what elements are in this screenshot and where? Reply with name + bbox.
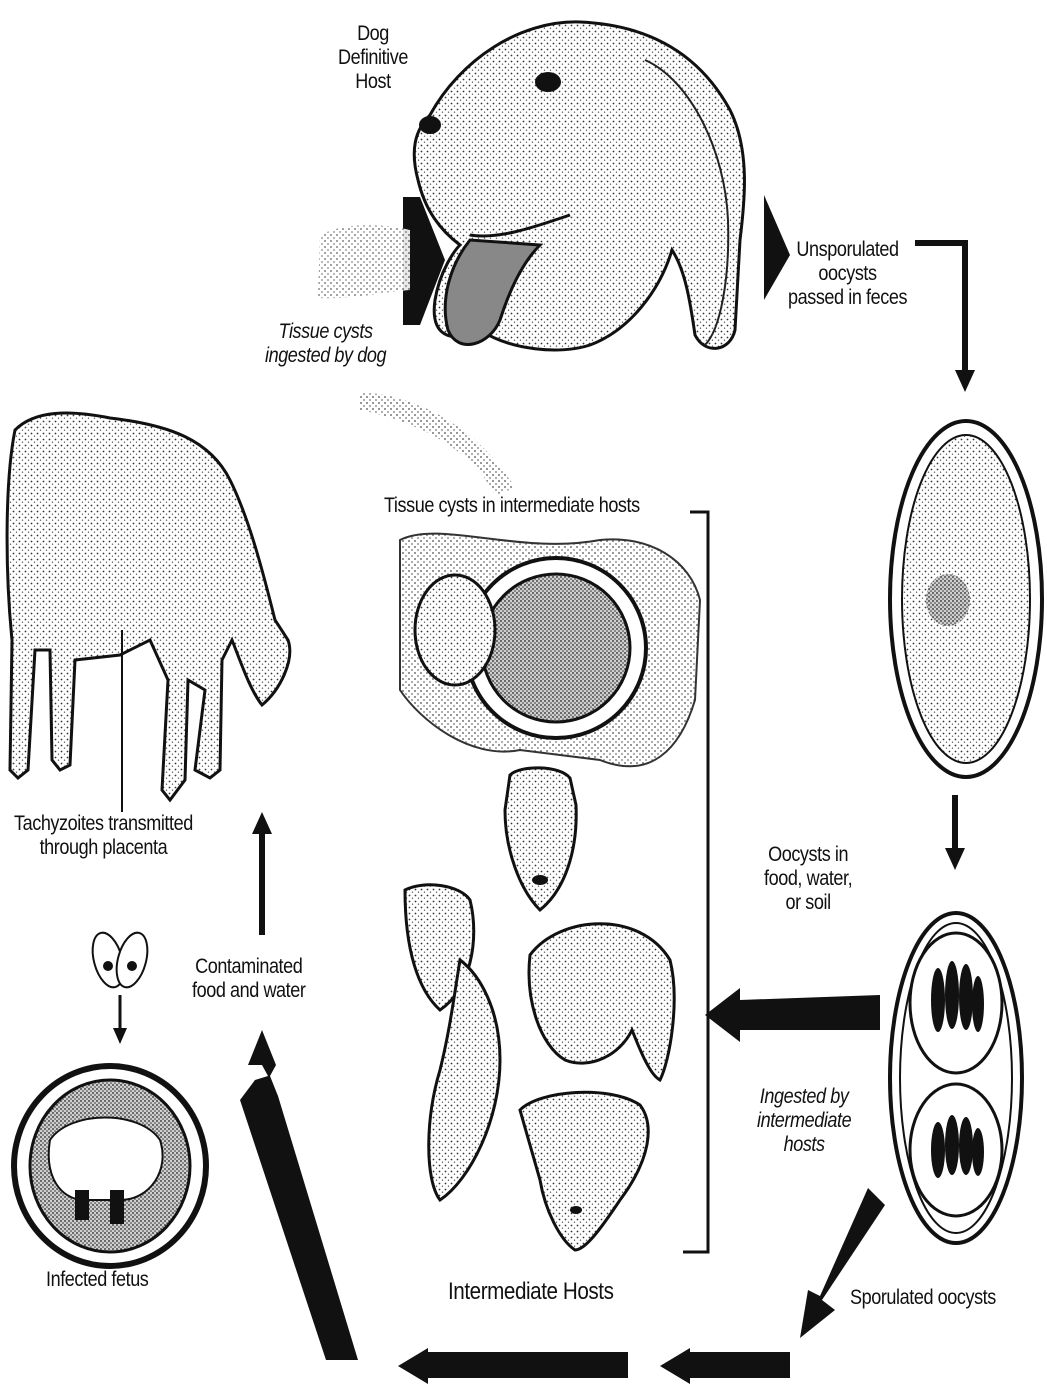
ingested-line-1: Ingested by (757, 1085, 851, 1109)
oocysts-env-line-1: Oocysts in (764, 843, 852, 867)
bottom-arrow-right (660, 1348, 790, 1384)
contaminated-label: Contaminated food and water (192, 955, 305, 1003)
oocysts-env-line-3: or soil (764, 891, 852, 915)
definitive-host-line-2: Definitive (338, 46, 408, 70)
sporulated-down-arrow (800, 1188, 885, 1338)
tachyzoites-line-1: Tachyzoites transmitted (14, 812, 193, 836)
oocysts-environment-label: Oocysts in food, water, or soil (764, 843, 852, 915)
dog-output-arrow (764, 195, 790, 300)
unsporulated-line-2: oocysts (788, 262, 907, 286)
tissue-cyst-illustration (400, 534, 700, 767)
unsporulated-oocyst (890, 421, 1042, 777)
tachyzoites-line-2: through placenta (14, 836, 193, 860)
tissue-cysts-ingested-label: Tissue cysts ingested by dog (265, 320, 386, 368)
contaminated-line-1: Contaminated (192, 955, 305, 979)
bottom-arrow-middle (398, 1348, 628, 1384)
ingested-line-3: hosts (757, 1133, 851, 1157)
contaminated-line-2: food and water (192, 979, 305, 1003)
tissue-cysts-ingested-line-1: Tissue cysts (265, 320, 386, 344)
to-intermediate-arrow (705, 988, 880, 1042)
definitive-host-line-3: Host (338, 70, 408, 94)
sporulated-oocysts-label: Sporulated oocysts (850, 1286, 996, 1310)
ingested-intermediate-label: Ingested by intermediate hosts (757, 1085, 851, 1157)
tissue-cysts-ingested-line-2: ingested by dog (265, 344, 386, 368)
sporulated-oocyst (890, 913, 1022, 1243)
ingested-line-2: intermediate (757, 1109, 851, 1133)
ingestion-band-lower (360, 392, 515, 495)
unsporulated-line-1: Unsporulated (788, 238, 907, 262)
intermediate-hosts-illustration (405, 768, 674, 1250)
ingestion-band-upper (318, 225, 410, 298)
tachyzoites-illustration (87, 929, 153, 990)
oocysts-env-line-2: food, water, (764, 867, 852, 891)
definitive-host-label: Dog Definitive Host (338, 22, 408, 94)
goat-illustration (7, 413, 290, 812)
tachyzoites-label: Tachyzoites transmitted through placenta (14, 812, 193, 860)
intermediate-hosts-label: Intermediate Hosts (448, 1278, 613, 1306)
feces-path-line (915, 243, 965, 375)
return-path-arrow (240, 1030, 358, 1360)
unsporulated-line-3: passed in feces (788, 286, 907, 310)
infected-fetus-label: Infected fetus (46, 1268, 148, 1292)
definitive-host-line-1: Dog (338, 22, 408, 46)
dog-illustration (414, 22, 744, 350)
infected-fetus-illustration (14, 1066, 206, 1266)
unsporulated-label: Unsporulated oocysts passed in feces (788, 238, 907, 310)
tissue-cysts-intermediate-label: Tissue cysts in intermediate hosts (384, 494, 640, 518)
